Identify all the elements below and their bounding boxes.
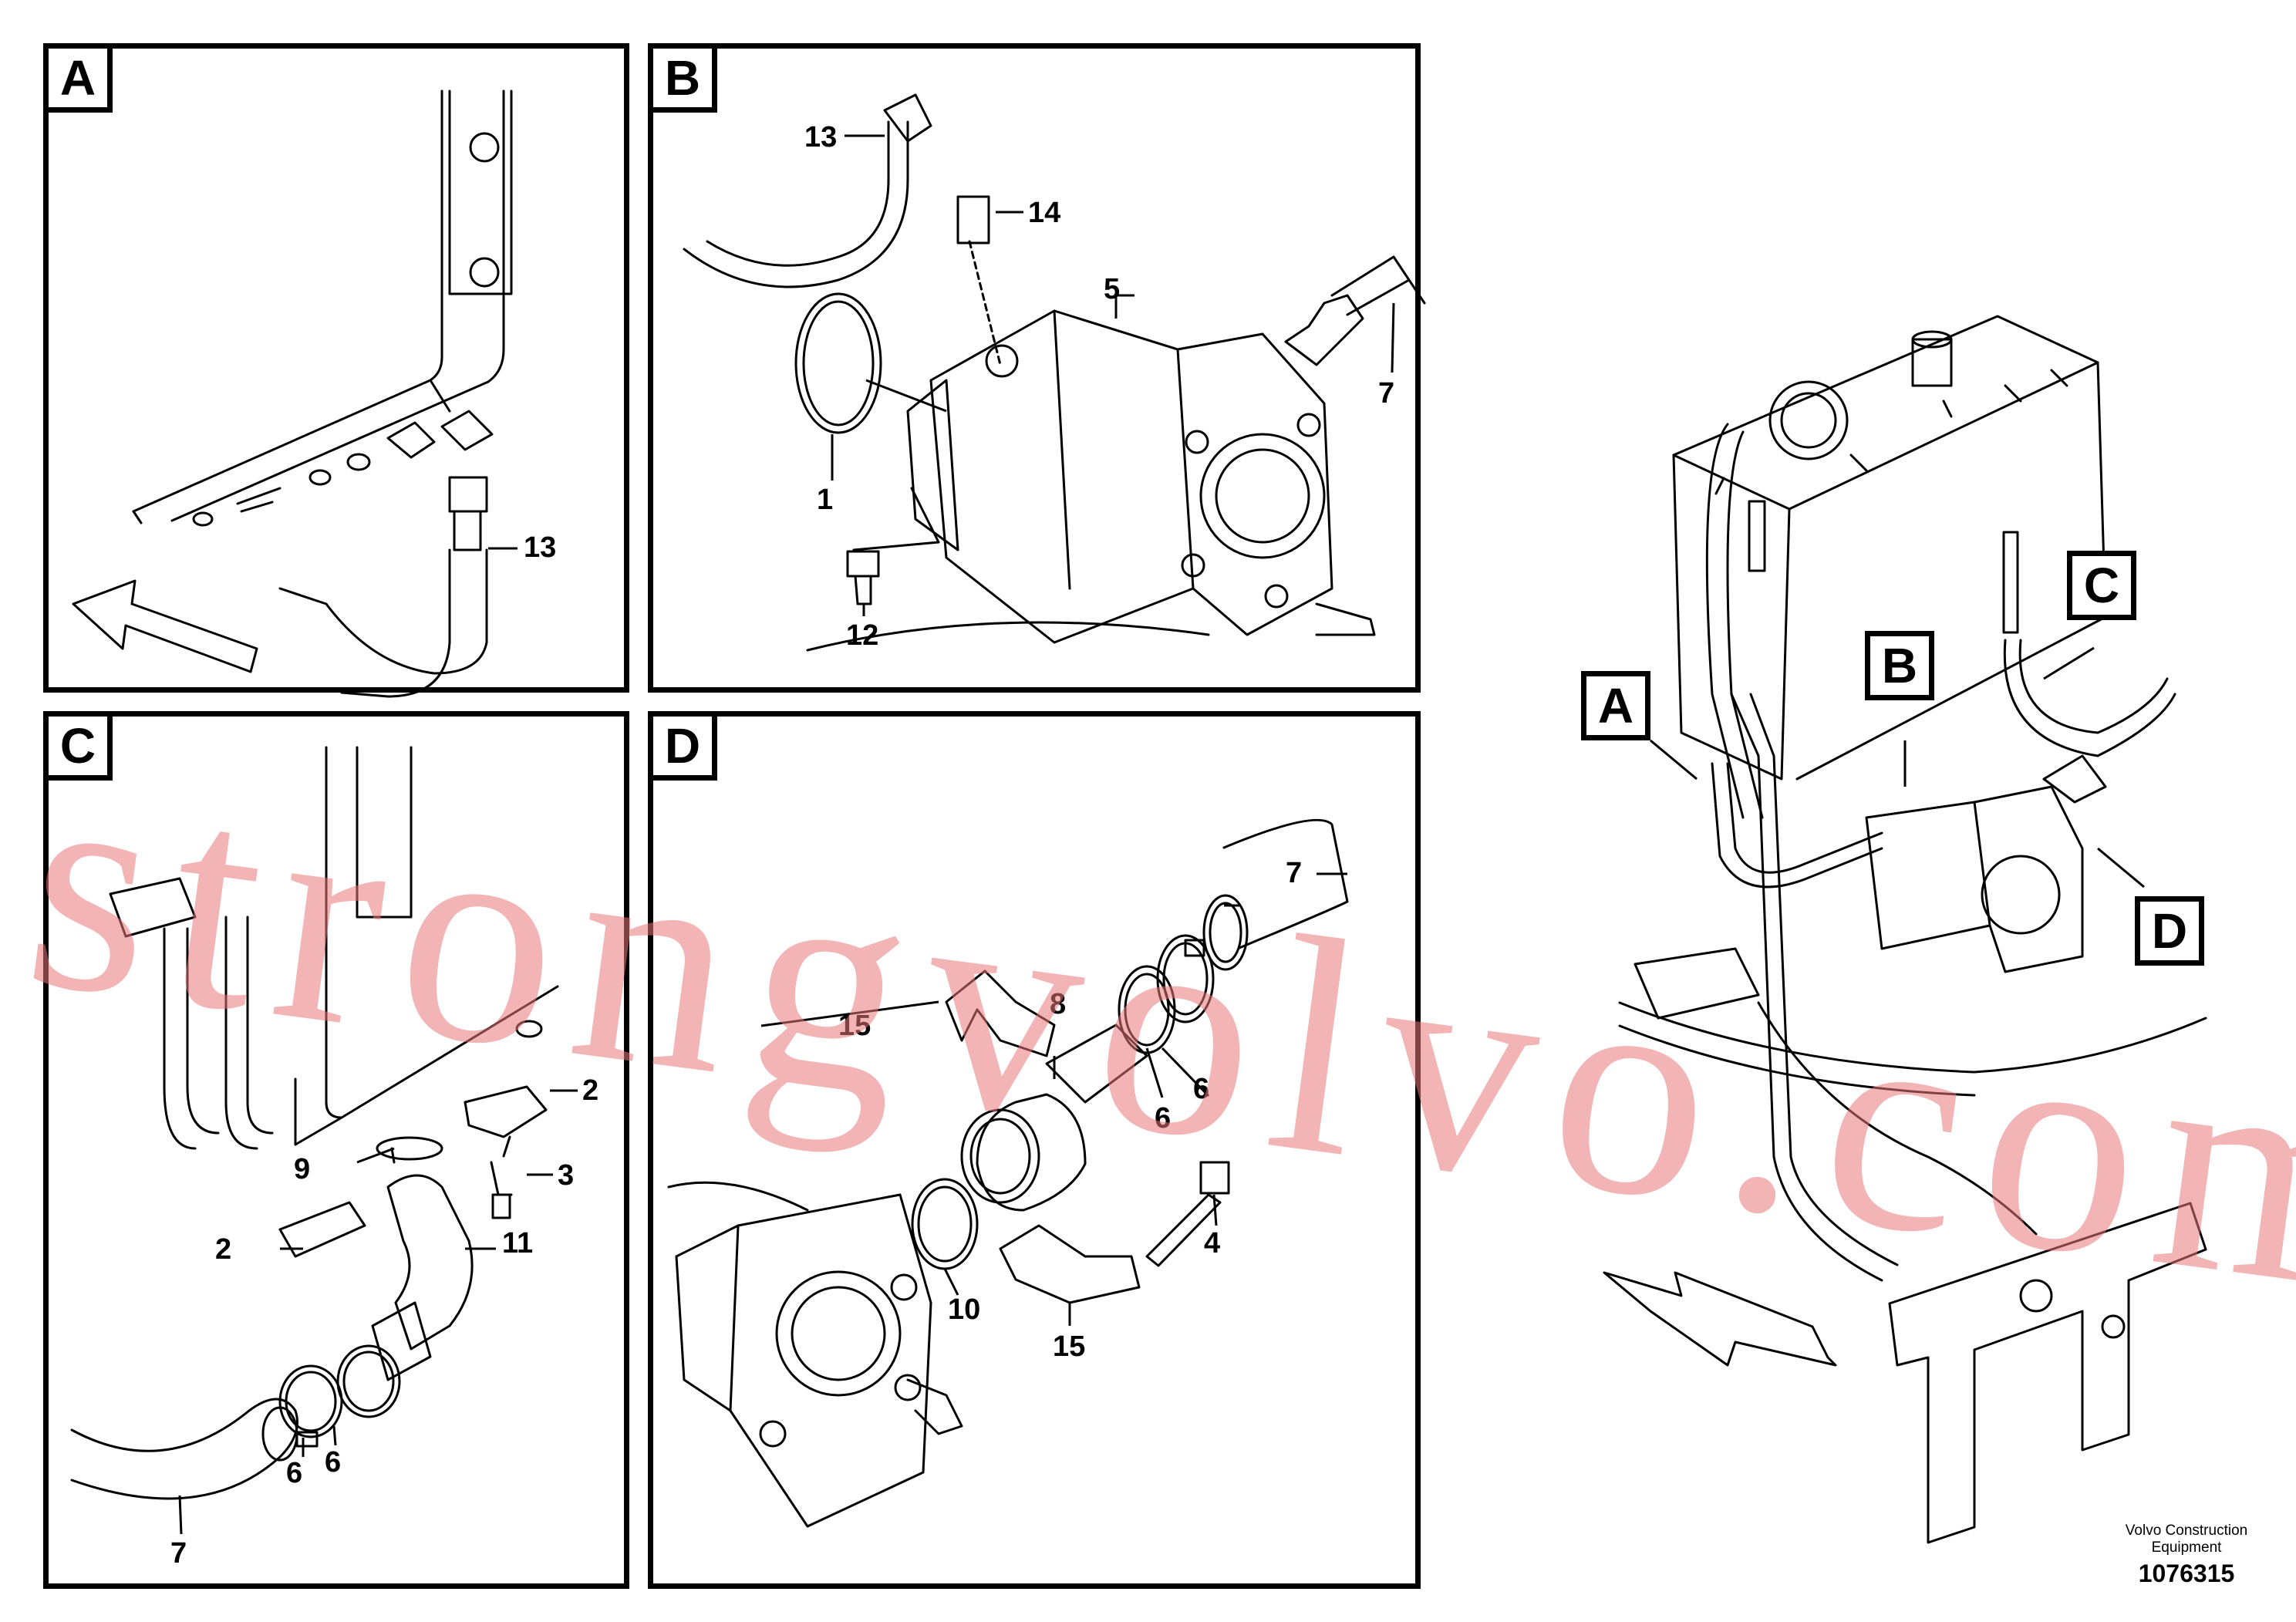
document-number: 1076315 — [2138, 1560, 2235, 1587]
brand-line-2: Equipment — [2151, 1539, 2222, 1556]
callout-b-14: 14 — [1028, 197, 1061, 229]
panel-d-drawing — [667, 818, 1349, 1528]
callout-b-7: 7 — [1378, 377, 1395, 410]
callout-d-6-left: 6 — [1155, 1102, 1172, 1135]
callout-c-6-right: 6 — [325, 1446, 342, 1479]
panel-b-drawing — [683, 93, 1426, 652]
callout-d-15-top: 15 — [838, 1010, 872, 1042]
panel-c: C — [43, 711, 629, 1589]
panel-a-letter: A — [43, 43, 113, 113]
panel-b: B — [648, 43, 1426, 693]
overview-letter-b: B — [1865, 631, 1934, 700]
panel-a: A 1 — [43, 43, 629, 698]
callout-b-12: 12 — [846, 619, 879, 652]
callout-d-10: 10 — [948, 1293, 981, 1326]
overview-letter-c: C — [2067, 551, 2136, 620]
panel-c-drawing — [70, 746, 578, 1535]
callout-c-6-left: 6 — [286, 1457, 303, 1489]
panel-d: D — [648, 711, 1421, 1589]
callout-d-8: 8 — [1050, 988, 1067, 1020]
panel-a-drawing — [72, 89, 518, 698]
panel-d-letter: D — [648, 711, 717, 781]
callout-a-13: 13 — [524, 531, 557, 564]
panel-b-letter: B — [648, 43, 717, 113]
callout-b-13: 13 — [804, 121, 838, 153]
callout-c-3: 3 — [558, 1159, 575, 1192]
callout-b-1: 1 — [817, 484, 834, 516]
panel-c-letter: C — [43, 711, 113, 781]
callout-c-7: 7 — [170, 1537, 187, 1570]
brand-block: Volvo Construction Equipment — [2082, 1523, 2291, 1556]
overview-letter-a: A — [1581, 671, 1650, 740]
callout-b-5: 5 — [1104, 273, 1121, 305]
callout-d-6-right: 6 — [1193, 1073, 1210, 1105]
overview-letter-d: D — [2135, 896, 2204, 966]
callout-c-11: 11 — [502, 1227, 534, 1259]
callout-c-2-top: 2 — [582, 1074, 599, 1107]
callout-d-4: 4 — [1204, 1227, 1221, 1259]
callout-d-7: 7 — [1286, 857, 1303, 889]
callout-d-15-bottom: 15 — [1053, 1330, 1086, 1363]
callout-c-9: 9 — [294, 1153, 311, 1185]
callout-c-2-bottom: 2 — [215, 1233, 232, 1266]
brand-line-1: Volvo Construction — [2125, 1523, 2248, 1539]
